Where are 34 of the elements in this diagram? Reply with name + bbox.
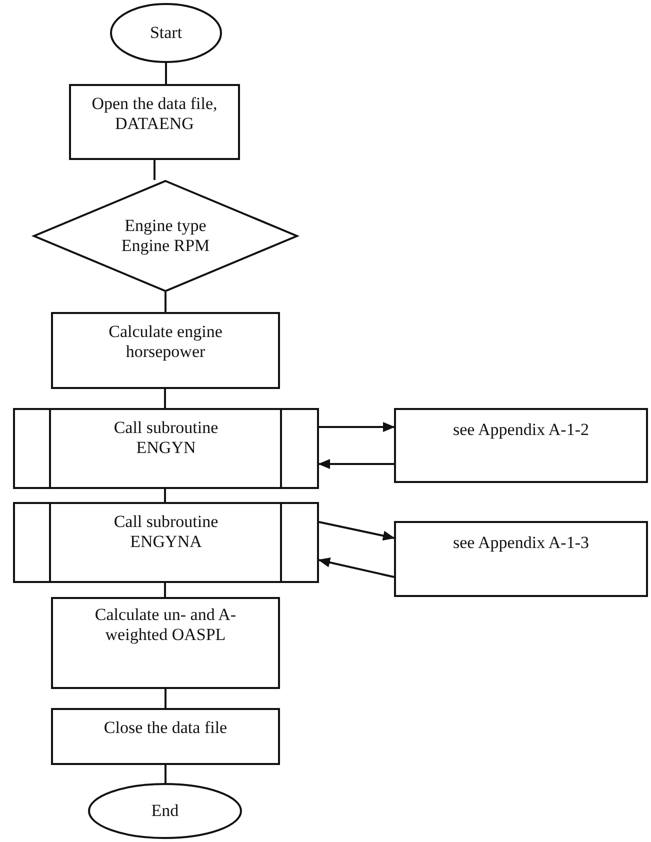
node-text: see Appendix A-1-3	[453, 533, 589, 553]
process-box	[51, 708, 280, 765]
subroutine-box	[13, 408, 319, 489]
subroutine-box	[13, 502, 319, 583]
node-text: Open the data file, DATAENG	[90, 94, 218, 134]
node-text: Start	[150, 23, 182, 43]
process-box	[51, 312, 280, 389]
node-text: Calculate un- and A-weighted OASPL	[94, 605, 238, 645]
connector-line	[164, 583, 166, 597]
connector-line	[164, 292, 166, 312]
node-text: Calculate engine horsepower	[108, 322, 224, 362]
node-text: Close the data file	[104, 718, 228, 738]
node-text: Call subroutine ENGYN	[112, 418, 220, 458]
connector-line	[154, 160, 156, 180]
connector-line	[165, 63, 167, 84]
node-text: Engine type Engine RPM	[120, 216, 211, 256]
node-text: Call subroutine ENGYNA	[112, 512, 220, 552]
connector-line	[164, 389, 166, 408]
arrow	[319, 422, 395, 432]
arrow	[318, 521, 395, 541]
arrow	[318, 558, 394, 578]
process-box	[69, 84, 240, 160]
node-text: see Appendix A-1-2	[453, 420, 589, 440]
end-terminal	[88, 783, 242, 839]
connector-line	[164, 765, 166, 783]
connector-line	[164, 689, 166, 708]
start-terminal	[110, 3, 222, 63]
reference-box	[394, 521, 648, 597]
node-text: End	[151, 801, 179, 821]
arrow	[318, 459, 394, 469]
reference-box	[394, 408, 648, 483]
connector-line	[164, 489, 166, 502]
process-box	[51, 597, 280, 689]
decision-diamond	[33, 180, 298, 292]
